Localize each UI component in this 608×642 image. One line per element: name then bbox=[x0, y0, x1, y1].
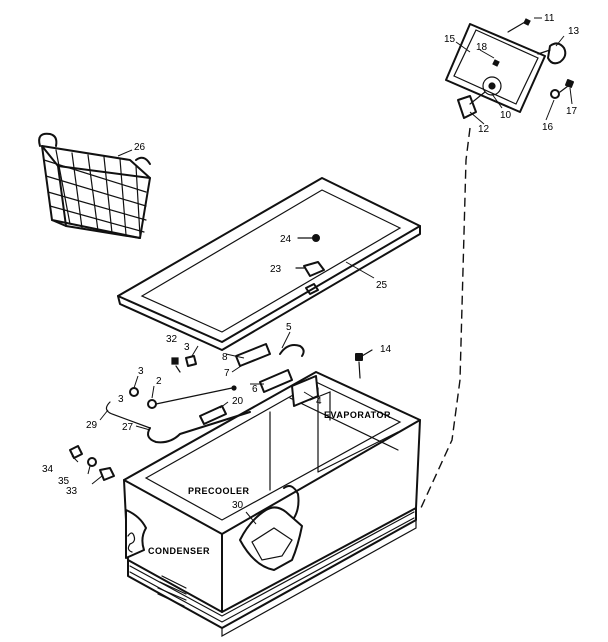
callout-3-low: 3 bbox=[118, 394, 124, 405]
callout-26: 26 bbox=[134, 142, 146, 153]
hinge-7 bbox=[235, 343, 271, 367]
screw-18 bbox=[492, 59, 500, 67]
screw-32 bbox=[171, 357, 179, 365]
callout-6: 6 bbox=[252, 384, 258, 395]
power-cord-dash bbox=[419, 127, 471, 511]
callout-15: 15 bbox=[444, 34, 456, 45]
callout-35: 35 bbox=[58, 476, 70, 487]
callout-4: 4 bbox=[316, 396, 322, 407]
callout-27: 27 bbox=[122, 422, 134, 433]
callout-32: 32 bbox=[166, 334, 178, 345]
callout-8: 8 bbox=[222, 352, 228, 363]
callout-5: 5 bbox=[286, 322, 292, 333]
screw-11 bbox=[523, 18, 531, 26]
callout-33: 33 bbox=[66, 486, 78, 497]
callout-7: 7 bbox=[224, 368, 230, 379]
washer-16 bbox=[550, 89, 560, 99]
knob-12 bbox=[457, 95, 477, 119]
callout-11: 11 bbox=[544, 13, 555, 24]
washer-35 bbox=[87, 457, 97, 467]
callout-3-mid: 3 bbox=[138, 366, 144, 377]
lid-25 bbox=[117, 177, 421, 351]
callout-2: 2 bbox=[156, 376, 162, 387]
callout-34: 34 bbox=[42, 464, 54, 475]
callout-labels: 11 13 15 18 10 12 16 17 26 24 23 25 5 32… bbox=[42, 13, 580, 511]
basket-26 bbox=[38, 132, 151, 239]
callout-30: 30 bbox=[232, 500, 244, 511]
callout-3-top: 3 bbox=[184, 342, 190, 353]
plug-33 bbox=[99, 467, 115, 481]
cabinet bbox=[123, 371, 421, 638]
callout-14: 14 bbox=[380, 344, 392, 355]
callout-13: 13 bbox=[568, 26, 580, 37]
callout-29: 29 bbox=[86, 420, 98, 431]
screw-24 bbox=[312, 234, 320, 242]
callout-12: 12 bbox=[478, 124, 490, 135]
thermostat-20 bbox=[199, 405, 227, 425]
callout-16: 16 bbox=[542, 122, 554, 133]
knob-34 bbox=[69, 445, 83, 459]
nut-3a bbox=[185, 355, 197, 367]
callout-20: 20 bbox=[232, 396, 244, 407]
hinge-4 bbox=[291, 375, 319, 407]
spring-5 bbox=[279, 344, 305, 357]
callout-10: 10 bbox=[500, 110, 512, 121]
callout-24: 24 bbox=[280, 234, 292, 245]
hinge-6 bbox=[259, 369, 293, 393]
component-labels: EVAPORATOR PRECOOLER CONDENSER bbox=[148, 410, 391, 556]
label-condenser: CONDENSER bbox=[148, 546, 210, 556]
callout-18: 18 bbox=[476, 42, 488, 53]
callout-17: 17 bbox=[566, 106, 578, 117]
control-panel-assembly bbox=[445, 18, 574, 119]
screw-17 bbox=[565, 79, 574, 88]
washer-3b bbox=[129, 387, 139, 397]
latch-23 bbox=[303, 261, 325, 277]
washer-2 bbox=[147, 399, 157, 409]
callout-25: 25 bbox=[376, 280, 388, 291]
label-evaporator: EVAPORATOR bbox=[324, 410, 391, 420]
hinge-parts bbox=[69, 343, 373, 481]
screw-14 bbox=[355, 353, 363, 361]
label-precooler: PRECOOLER bbox=[188, 486, 250, 496]
light-13 bbox=[547, 42, 567, 65]
leader-lines bbox=[71, 17, 573, 525]
callout-23: 23 bbox=[270, 264, 282, 275]
